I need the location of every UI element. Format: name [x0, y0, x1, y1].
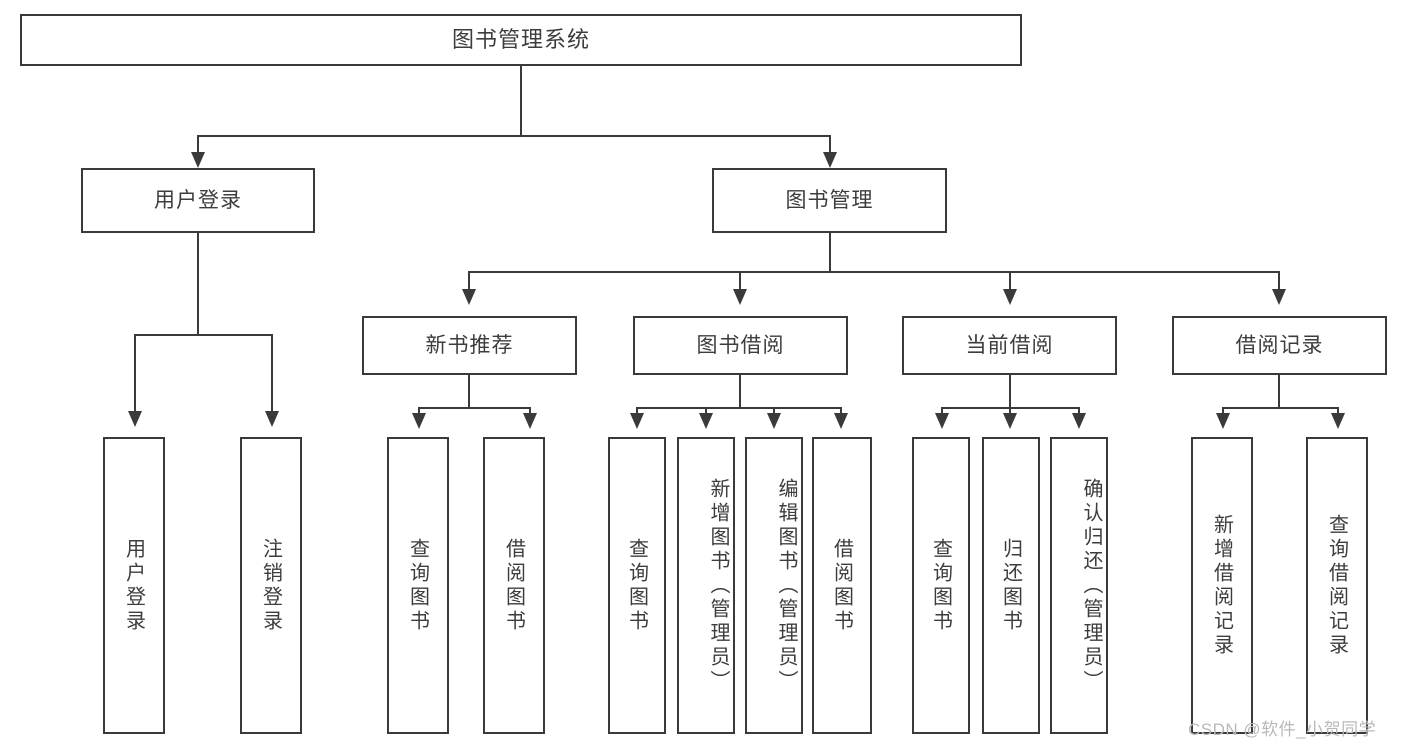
connector-book-borrow-drop-4 — [840, 407, 842, 415]
arrow-to-book-mgmt — [823, 152, 837, 168]
connector-book-borrow-drop-2 — [705, 407, 707, 415]
leaf-logout[interactable]: 注销登录 — [240, 437, 302, 734]
connector-root-stem — [520, 66, 522, 136]
connector-book-borrow-bus — [636, 407, 842, 409]
connector-current-borrow-drop-2 — [1009, 407, 1011, 415]
connector-book-mgmt-stem — [829, 233, 831, 272]
node-new-book-recommend[interactable]: 新书推荐 — [362, 316, 577, 375]
arrow-to-query-book-1 — [412, 413, 426, 429]
connector-book-mgmt-drop-1 — [468, 271, 470, 291]
connector-book-mgmt-drop-2 — [739, 271, 741, 291]
connector-new-book-drop-1 — [418, 407, 420, 415]
connector-borrow-records-drop-1 — [1222, 407, 1224, 415]
arrow-to-new-book — [462, 289, 476, 305]
leaf-add-book-admin[interactable]: 新增图书（管理员） — [677, 437, 735, 734]
node-borrow-records[interactable]: 借阅记录 — [1172, 316, 1387, 375]
arrow-to-book-borrow — [733, 289, 747, 305]
connector-book-mgmt-bus — [468, 271, 1280, 273]
arrow-to-confirm-return — [1072, 413, 1086, 429]
leaf-return-book[interactable]: 归还图书 — [982, 437, 1040, 734]
arrow-to-edit-book — [767, 413, 781, 429]
arrow-to-query-record — [1331, 413, 1345, 429]
arrow-to-borrow-records — [1272, 289, 1286, 305]
node-user-login[interactable]: 用户登录 — [81, 168, 315, 233]
connector-current-borrow-stem — [1009, 375, 1011, 408]
leaf-confirm-return-admin[interactable]: 确认归还（管理员） — [1050, 437, 1108, 734]
leaf-edit-book-admin[interactable]: 编辑图书（管理员） — [745, 437, 803, 734]
leaf-query-book-recommend[interactable]: 查询图书 — [387, 437, 449, 734]
connector-borrow-records-stem — [1278, 375, 1280, 408]
arrow-to-borrow-book-2 — [834, 413, 848, 429]
connector-new-book-stem — [468, 375, 470, 408]
leaf-query-book-current[interactable]: 查询图书 — [912, 437, 970, 734]
leaf-user-login[interactable]: 用户登录 — [103, 437, 165, 734]
connector-user-login-bus — [134, 334, 273, 336]
connector-user-login-stem — [197, 233, 199, 335]
csdn-watermark: CSDN @软件_小贺同学 — [1188, 720, 1377, 739]
leaf-borrow-book-recommend[interactable]: 借阅图书 — [483, 437, 545, 734]
connector-borrow-records-bus — [1222, 407, 1339, 409]
node-book-management[interactable]: 图书管理 — [712, 168, 947, 233]
connector-root-bus — [197, 135, 830, 137]
connector-book-mgmt-drop-4 — [1278, 271, 1280, 291]
arrow-to-current-borrow — [1003, 289, 1017, 305]
leaf-query-book-borrow[interactable]: 查询图书 — [608, 437, 666, 734]
leaf-add-borrow-record[interactable]: 新增借阅记录 — [1191, 437, 1253, 734]
arrow-to-query-book-3 — [935, 413, 949, 429]
connector-borrow-records-drop-2 — [1337, 407, 1339, 415]
connector-user-login-drop-2 — [271, 334, 273, 414]
arrow-to-query-book-2 — [630, 413, 644, 429]
connector-user-login-drop-1 — [134, 334, 136, 414]
arrow-to-add-book — [699, 413, 713, 429]
connector-book-borrow-drop-1 — [636, 407, 638, 415]
arrow-to-add-record — [1216, 413, 1230, 429]
node-root-system[interactable]: 图书管理系统 — [20, 14, 1022, 66]
connector-new-book-drop-2 — [529, 407, 531, 415]
connector-book-borrow-stem — [739, 375, 741, 408]
connector-root-drop-left — [197, 135, 199, 155]
leaf-query-borrow-record[interactable]: 查询借阅记录 — [1306, 437, 1368, 734]
connector-current-borrow-drop-3 — [1078, 407, 1080, 415]
connector-current-borrow-drop-1 — [941, 407, 943, 415]
arrow-to-leaf-logout — [265, 411, 279, 427]
node-book-borrow[interactable]: 图书借阅 — [633, 316, 848, 375]
arrow-to-leaf-user-login — [128, 411, 142, 427]
connector-new-book-bus — [418, 407, 531, 409]
connector-book-borrow-drop-3 — [773, 407, 775, 415]
arrow-to-borrow-book-1 — [523, 413, 537, 429]
arrow-to-return-book — [1003, 413, 1017, 429]
connector-book-mgmt-drop-3 — [1009, 271, 1011, 291]
connector-root-drop-right — [829, 135, 831, 155]
arrow-to-user-login — [191, 152, 205, 168]
leaf-borrow-book[interactable]: 借阅图书 — [812, 437, 872, 734]
node-current-borrow[interactable]: 当前借阅 — [902, 316, 1117, 375]
